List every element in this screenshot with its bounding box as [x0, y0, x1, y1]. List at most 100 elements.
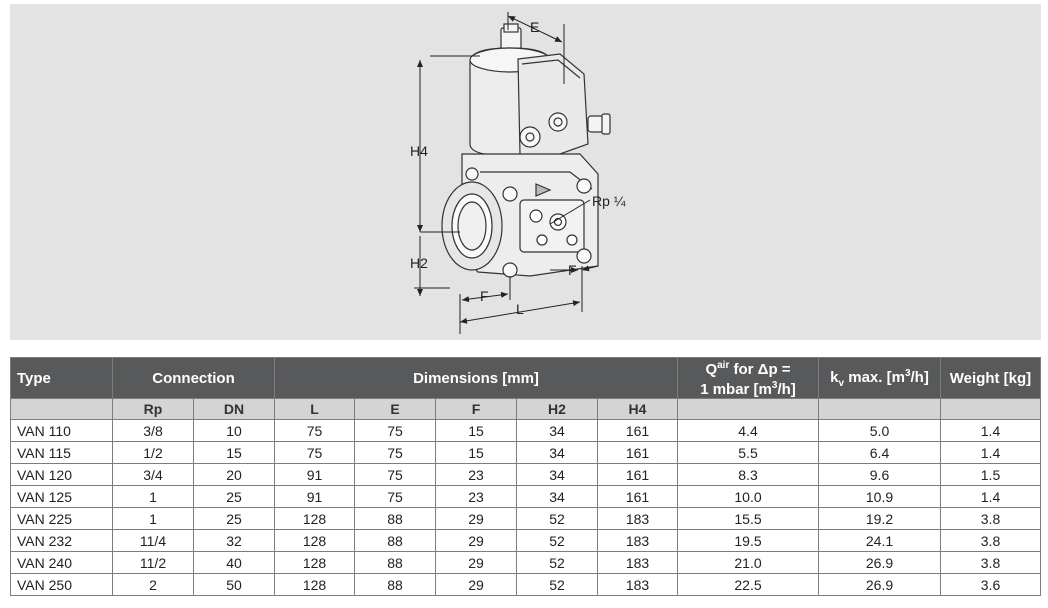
- cell-weight: 3.6: [940, 573, 1041, 596]
- cell-f: 23: [435, 463, 517, 486]
- cell-type: VAN 110: [10, 419, 113, 442]
- cell-f: 29: [435, 573, 517, 596]
- cell-e: 88: [354, 507, 436, 530]
- cell-type: VAN 120: [10, 463, 113, 486]
- cell-type: VAN 232: [10, 529, 113, 552]
- cell-e: 75: [354, 463, 436, 486]
- header-type: Type: [10, 357, 113, 399]
- cell-l: 128: [274, 507, 355, 530]
- cell-h4: 183: [597, 529, 678, 552]
- cell-qair: 5.5: [677, 441, 819, 464]
- dimension-labels: E H4 H2 Rp ¼ F F L: [410, 19, 626, 317]
- cell-qair: 4.4: [677, 419, 819, 442]
- cell-weight: 3.8: [940, 551, 1041, 574]
- dimension-lines: [414, 12, 599, 334]
- cell-dn: 10: [193, 419, 275, 442]
- cell-dn: 25: [193, 485, 275, 508]
- valve-drawing-panel: E H4 H2 Rp ¼ F F L: [10, 4, 1041, 340]
- solenoid-valve-illustration: E H4 H2 Rp ¼ F F L: [410, 12, 626, 334]
- cell-h4: 183: [597, 551, 678, 574]
- cell-h2: 52: [516, 573, 598, 596]
- subheader-empty: [677, 398, 819, 420]
- header-row: Type Connection Dimensions [mm] Qair for…: [10, 357, 1041, 399]
- specification-table: Type Connection Dimensions [mm] Qair for…: [10, 357, 1041, 596]
- cell-dn: 20: [193, 463, 275, 486]
- cell-weight: 3.8: [940, 507, 1041, 530]
- subheader-h2: H2: [516, 398, 598, 420]
- cell-kv: 5.0: [818, 419, 941, 442]
- cell-h2: 52: [516, 551, 598, 574]
- cell-l: 128: [274, 573, 355, 596]
- cell-l: 128: [274, 551, 355, 574]
- cell-e: 75: [354, 485, 436, 508]
- cell-kv: 26.9: [818, 573, 941, 596]
- cell-kv: 10.9: [818, 485, 941, 508]
- cell-h4: 161: [597, 485, 678, 508]
- cell-l: 75: [274, 441, 355, 464]
- label-h4: H4: [410, 143, 428, 159]
- subheader-e: E: [354, 398, 436, 420]
- subheader-empty: [10, 398, 113, 420]
- cell-l: 91: [274, 463, 355, 486]
- header-kv: kv max. [m3/h]: [818, 357, 941, 399]
- cell-rp: 11/2: [112, 551, 194, 574]
- cell-dn: 50: [193, 573, 275, 596]
- cell-qair: 10.0: [677, 485, 819, 508]
- header-qair: Qair for Δp = 1 mbar [m3/h]: [677, 357, 819, 399]
- header-connection: Connection: [112, 357, 275, 399]
- label-e: E: [530, 19, 539, 35]
- cell-f: 23: [435, 485, 517, 508]
- cell-dn: 40: [193, 551, 275, 574]
- cell-qair: 21.0: [677, 551, 819, 574]
- cell-kv: 19.2: [818, 507, 941, 530]
- cell-f: 15: [435, 441, 517, 464]
- cell-h4: 161: [597, 463, 678, 486]
- cell-rp: 3/8: [112, 419, 194, 442]
- subheader-row: Rp DN L E F H2 H4: [10, 398, 1041, 420]
- subheader-f: F: [435, 398, 517, 420]
- cell-f: 29: [435, 551, 517, 574]
- cell-h2: 52: [516, 529, 598, 552]
- cell-rp: 1: [112, 507, 194, 530]
- cell-qair: 8.3: [677, 463, 819, 486]
- cell-rp: 1: [112, 485, 194, 508]
- cell-h4: 183: [597, 573, 678, 596]
- label-rp: Rp ¼: [592, 193, 626, 209]
- cell-l: 128: [274, 529, 355, 552]
- cell-type: VAN 225: [10, 507, 113, 530]
- cell-type: VAN 115: [10, 441, 113, 464]
- cell-f: 29: [435, 529, 517, 552]
- cell-qair: 19.5: [677, 529, 819, 552]
- subheader-empty: [818, 398, 941, 420]
- cell-rp: 3/4: [112, 463, 194, 486]
- cell-h2: 34: [516, 419, 598, 442]
- cell-dn: 15: [193, 441, 275, 464]
- cell-weight: 1.5: [940, 463, 1041, 486]
- cell-e: 88: [354, 529, 436, 552]
- cell-type: VAN 250: [10, 573, 113, 596]
- cell-l: 75: [274, 419, 355, 442]
- cell-h4: 161: [597, 441, 678, 464]
- cell-kv: 26.9: [818, 551, 941, 574]
- cell-rp: 1/2: [112, 441, 194, 464]
- valve-body: [441, 23, 611, 278]
- label-h2: H2: [410, 255, 428, 271]
- cell-e: 88: [354, 573, 436, 596]
- cell-f: 15: [435, 419, 517, 442]
- subheader-h4: H4: [597, 398, 678, 420]
- header-dimensions: Dimensions [mm]: [274, 357, 678, 399]
- cell-weight: 1.4: [940, 441, 1041, 464]
- cell-weight: 1.4: [940, 485, 1041, 508]
- cell-type: VAN 125: [10, 485, 113, 508]
- cell-kv: 24.1: [818, 529, 941, 552]
- cell-qair: 15.5: [677, 507, 819, 530]
- cell-dn: 32: [193, 529, 275, 552]
- cell-type: VAN 240: [10, 551, 113, 574]
